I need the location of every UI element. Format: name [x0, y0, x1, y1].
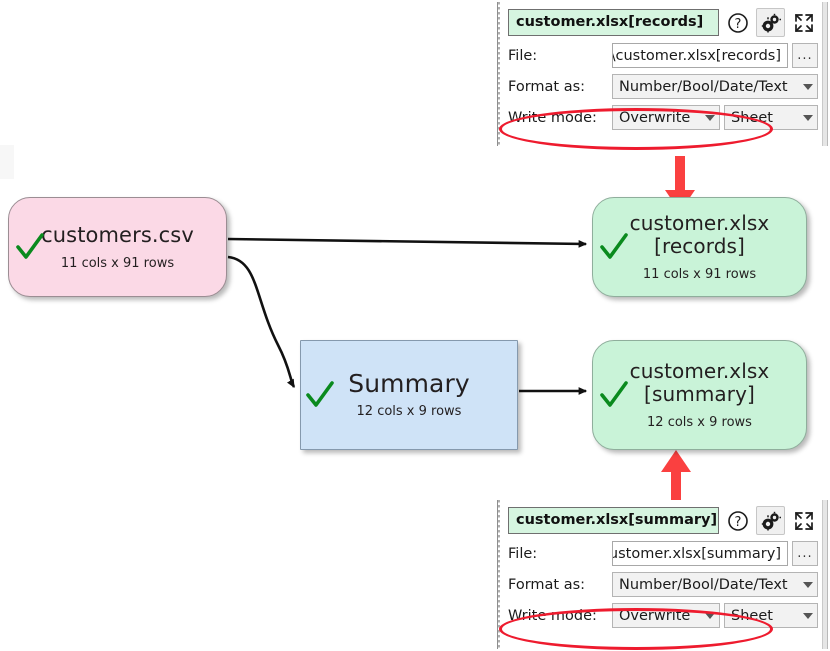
node-subtitle: 11 cols x 91 rows	[60, 255, 175, 271]
node-subtitle: 11 cols x 91 rows	[642, 267, 757, 282]
node-title-line2: [records]	[654, 234, 745, 258]
chevron-down-icon	[803, 83, 813, 90]
format-select[interactable]: Number/Bool/Date/Text	[612, 572, 818, 597]
format-row: Format as: Number/Bool/Date/Text	[506, 71, 820, 102]
status-check-icon	[16, 233, 44, 259]
file-label: File:	[508, 47, 538, 64]
expand-icon[interactable]	[789, 8, 818, 37]
file-row: File: op\customer.xlsx[records] ...	[506, 40, 820, 71]
chevron-down-icon	[803, 581, 813, 588]
help-icon[interactable]: ?	[723, 506, 752, 535]
write-mode-label: Write mode:	[508, 109, 597, 126]
panel-header: customer.xlsx[records] ?	[506, 2, 820, 40]
node-customer-xlsx-summary[interactable]: customer.xlsx [summary] 12 cols x 9 rows	[592, 340, 807, 450]
format-select-value: Number/Bool/Date/Text	[619, 576, 788, 593]
panel-title-field[interactable]: customer.xlsx[summary]	[508, 507, 719, 534]
svg-text:?: ?	[734, 515, 741, 530]
file-label: File:	[508, 545, 538, 562]
node-subtitle: 12 cols x 9 rows	[356, 403, 462, 419]
node-summary[interactable]: Summary 12 cols x 9 rows	[300, 340, 518, 450]
annotation-arrow-up	[661, 450, 691, 506]
write-mode-row: Write mode: Overwrite Sheet	[506, 102, 820, 133]
properties-panel-records[interactable]: customer.xlsx[records] ?	[497, 2, 828, 146]
panel-title-field[interactable]: customer.xlsx[records]	[508, 9, 719, 36]
format-label: Format as:	[508, 78, 586, 95]
format-row: Format as: Number/Bool/Date/Text	[506, 569, 820, 600]
browse-button[interactable]: ...	[792, 541, 818, 566]
status-check-icon	[306, 381, 334, 407]
expand-icon[interactable]	[789, 506, 818, 535]
write-mode-select[interactable]: Overwrite	[612, 603, 720, 628]
canvas-left-edge-sliver	[0, 145, 14, 179]
sheet-select[interactable]: Sheet	[724, 603, 818, 628]
panel-right-window-edge	[822, 500, 827, 649]
format-label: Format as:	[508, 576, 586, 593]
format-select[interactable]: Number/Bool/Date/Text	[612, 74, 818, 99]
write-mode-row: Write mode: Overwrite Sheet	[506, 600, 820, 631]
sheet-select-value: Sheet	[731, 109, 773, 126]
panel-torn-edge-left	[498, 500, 503, 649]
chevron-down-icon	[705, 114, 715, 121]
properties-panel-summary[interactable]: customer.xlsx[summary] ?	[497, 500, 828, 649]
panel-torn-edge-left	[498, 2, 503, 146]
file-input[interactable]: \customer.xlsx[summary]	[612, 541, 788, 566]
help-icon[interactable]: ?	[723, 8, 752, 37]
write-mode-label: Write mode:	[508, 607, 597, 624]
write-mode-select-value: Overwrite	[619, 607, 691, 624]
node-title: Summary	[348, 368, 470, 398]
node-title: customer.xlsx [records]	[630, 212, 770, 258]
chevron-down-icon	[803, 612, 813, 619]
chevron-down-icon	[803, 114, 813, 121]
panel-right-window-edge	[822, 2, 827, 146]
node-title-line1: customer.xlsx	[629, 359, 770, 383]
node-title: customers.csv	[41, 222, 194, 247]
write-mode-select-value: Overwrite	[619, 109, 691, 126]
chevron-down-icon	[705, 612, 715, 619]
status-check-icon	[600, 233, 628, 259]
sheet-select[interactable]: Sheet	[724, 105, 818, 130]
write-mode-select[interactable]: Overwrite	[612, 105, 720, 130]
browse-button[interactable]: ...	[792, 43, 818, 68]
status-check-icon	[600, 381, 628, 407]
format-select-value: Number/Bool/Date/Text	[619, 78, 788, 95]
node-title-line2: [summary]	[644, 382, 755, 406]
file-input[interactable]: op\customer.xlsx[records]	[612, 43, 788, 68]
gear-icon[interactable]	[756, 8, 785, 37]
node-subtitle: 12 cols x 9 rows	[647, 415, 752, 430]
node-customers-csv[interactable]: customers.csv 11 cols x 91 rows	[8, 197, 227, 297]
panel-header: customer.xlsx[summary] ?	[506, 500, 820, 538]
node-title: customer.xlsx [summary]	[630, 360, 770, 406]
node-title-line1: customer.xlsx	[629, 211, 770, 235]
gear-icon[interactable]	[756, 506, 785, 535]
svg-text:?: ?	[734, 17, 741, 32]
sheet-select-value: Sheet	[731, 607, 773, 624]
file-row: File: \customer.xlsx[summary] ...	[506, 538, 820, 569]
node-customer-xlsx-records[interactable]: customer.xlsx [records] 11 cols x 91 row…	[592, 197, 807, 297]
